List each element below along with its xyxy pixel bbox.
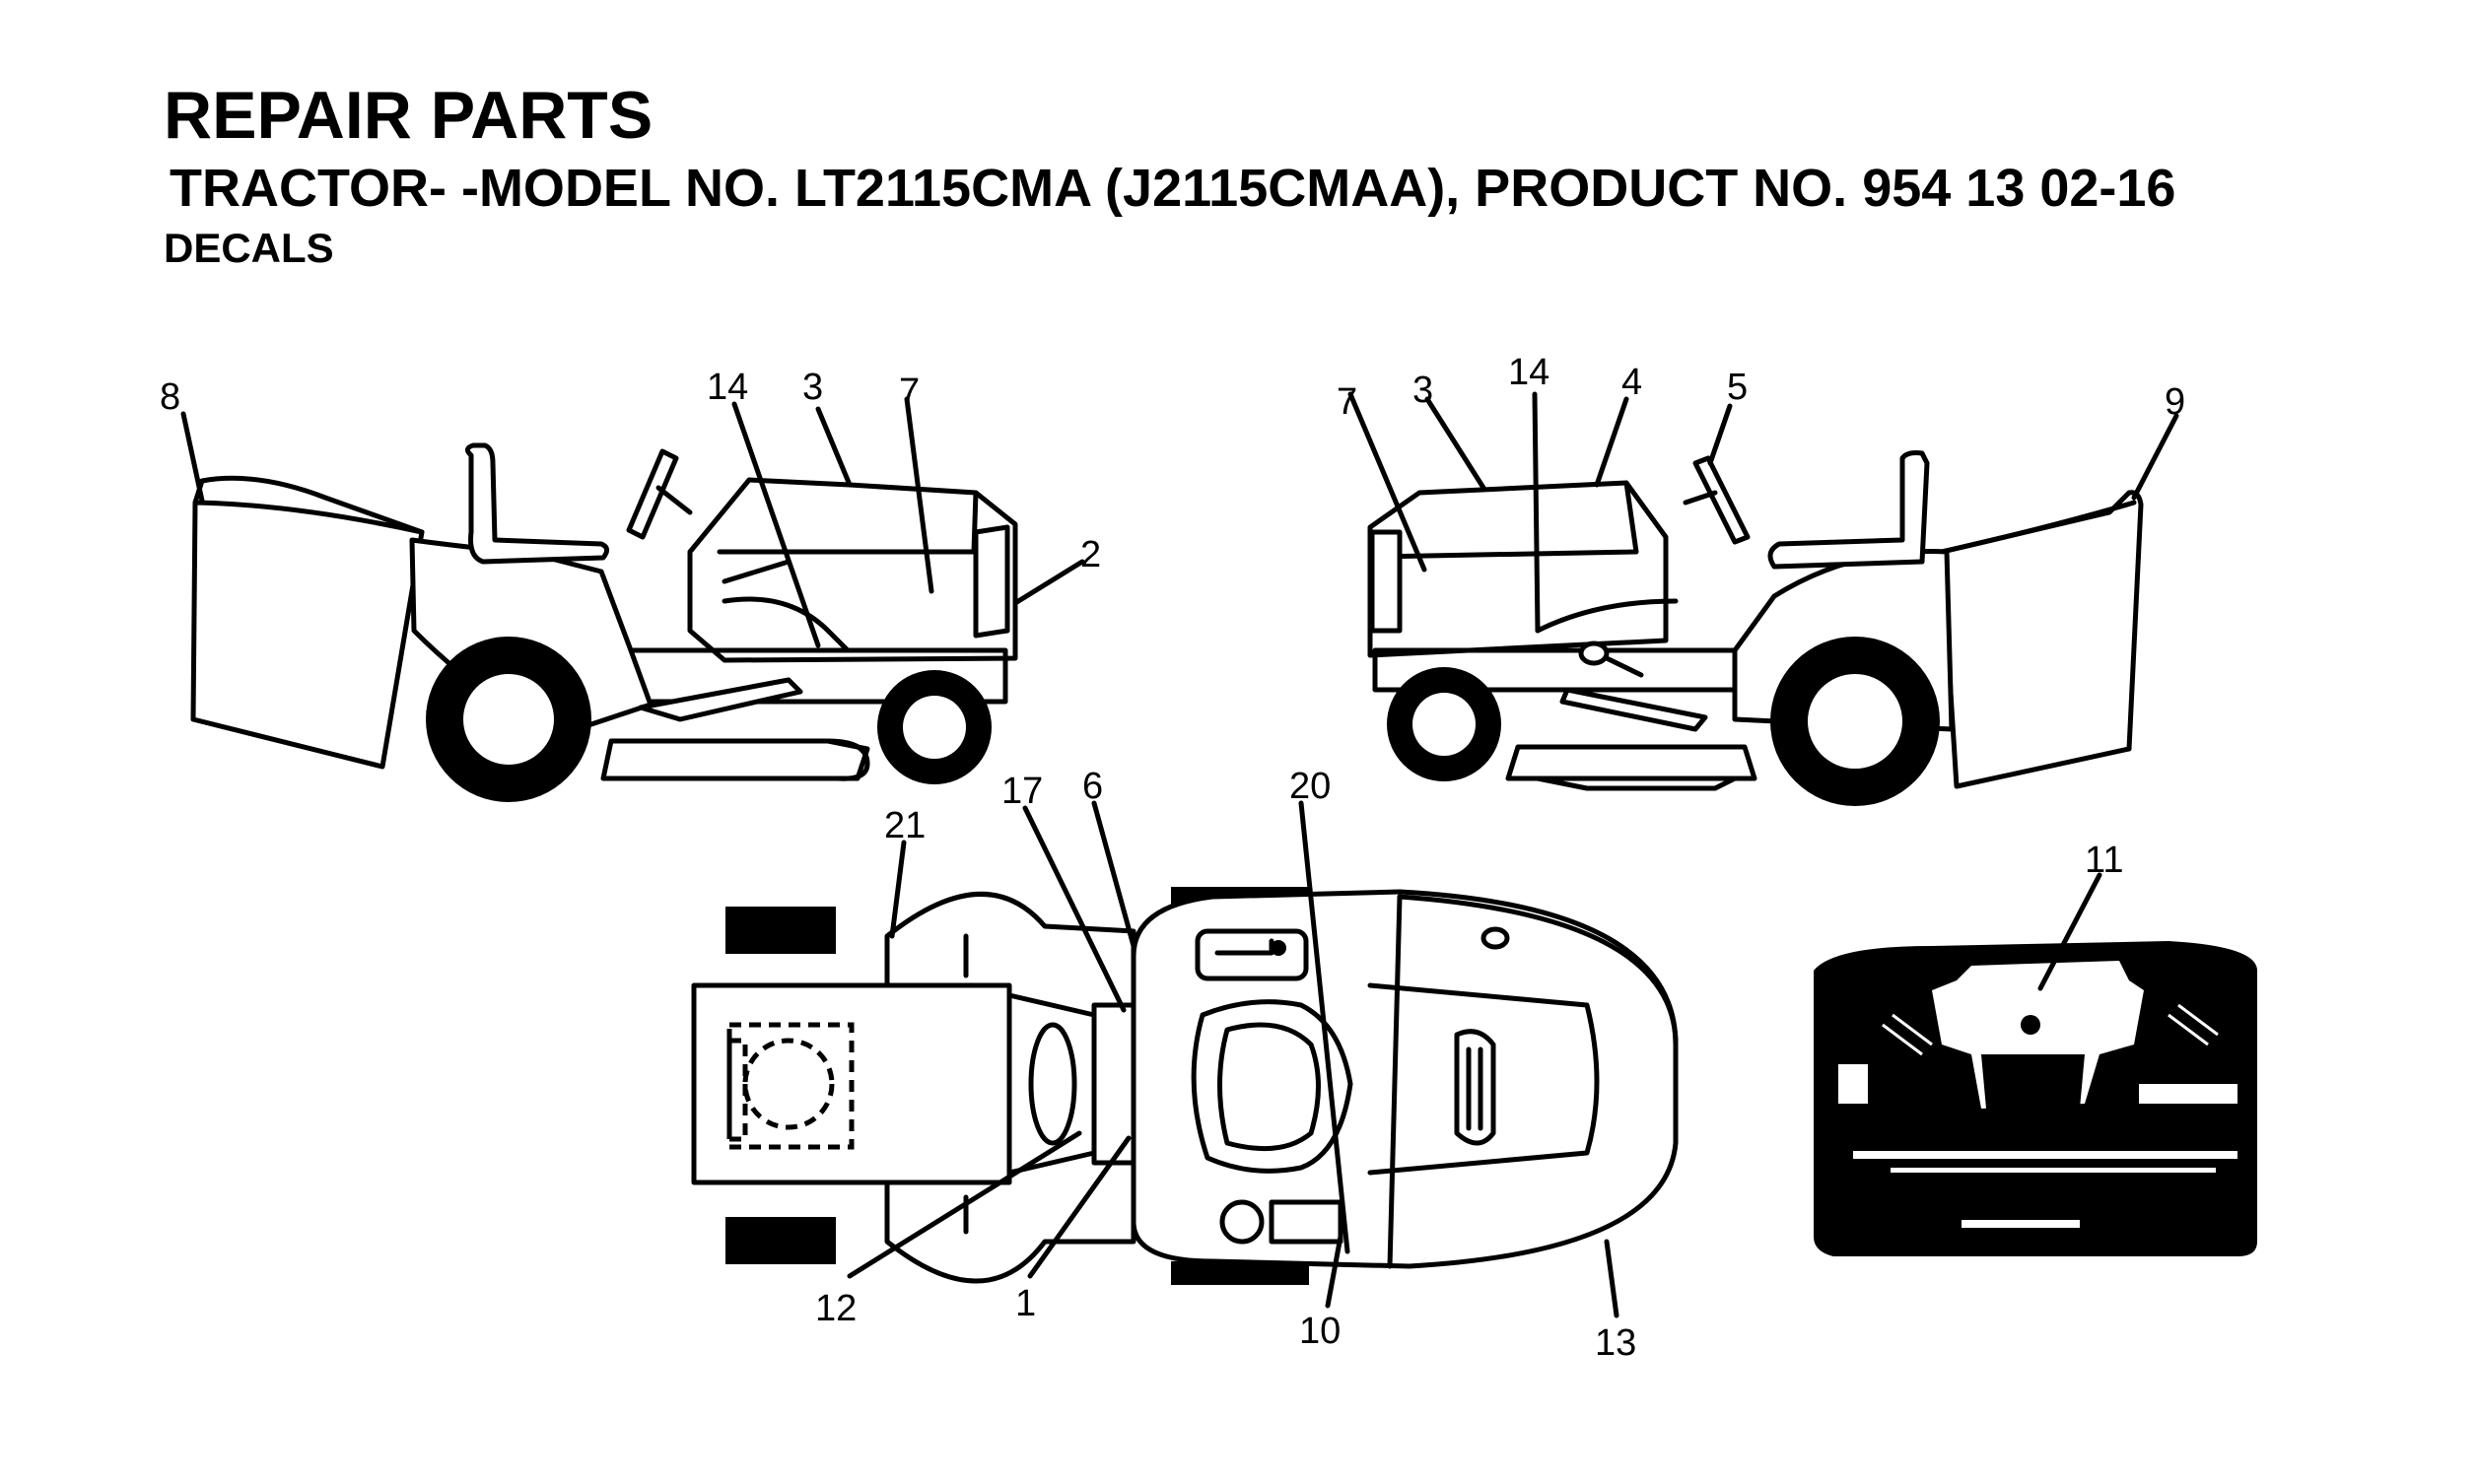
callout-label: 10 [1299,1311,1341,1352]
callout-label: 13 [1595,1322,1636,1364]
page-title: REPAIR PARTS [164,78,654,153]
callout-label: 14 [1508,352,1549,393]
callout-label: 20 [1289,766,1331,807]
leader-lines [180,391,2179,1318]
callout-label: 8 [160,376,180,418]
callout-label: 17 [1001,771,1043,812]
callout-label: 3 [802,367,823,408]
tractor-right-side-view [1367,450,2144,806]
callout-label: 1 [1015,1283,1036,1324]
tractor-top-view [691,887,1679,1285]
callout-label: 5 [1727,367,1748,408]
callout-label: 21 [884,805,926,846]
section-heading: DECALS [164,225,334,271]
callout-label: 9 [2165,381,2185,423]
callout-labels: 8 14 3 7 2 7 3 14 4 5 9 21 17 6 20 12 1 … [160,352,2185,1364]
page-subtitle: TRACTOR- -MODEL NO. LT2115CMA (J2115CMAA… [170,159,2176,218]
callout-label: 12 [815,1288,857,1329]
dash-panel-view [1814,941,2257,1256]
callout-label: 3 [1412,370,1433,411]
callout-label: 7 [899,371,920,413]
callout-label: 2 [1080,534,1101,575]
callout-label: 11 [2085,840,2123,881]
callout-label: 7 [1337,381,1357,423]
callout-label: 14 [707,367,748,408]
tractor-left-side-view [190,442,1018,802]
callout-label: 6 [1082,766,1103,807]
callout-label: 4 [1621,362,1642,403]
